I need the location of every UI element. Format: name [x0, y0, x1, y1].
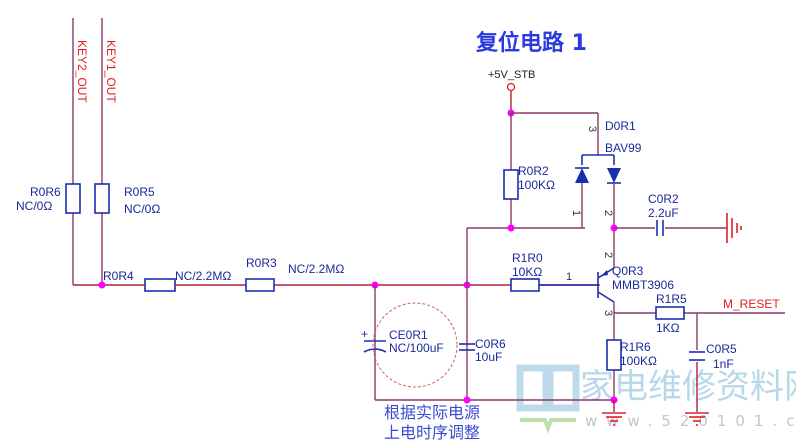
diode-d0r1-a[interactable] [575, 168, 589, 183]
resistor-r0r5[interactable] [94, 183, 110, 214]
diode-d0r1-b[interactable] [607, 168, 621, 183]
q-collector-pin: 3 [602, 310, 614, 316]
r1r5-ref: R1R5 [656, 292, 687, 306]
c0r5-ref: C0R5 [706, 342, 737, 356]
resistor-r0r2[interactable] [503, 169, 519, 200]
r1r0-value: 10KΩ [512, 265, 542, 279]
power-port-icon [506, 82, 516, 92]
resistor-r0r4[interactable] [144, 278, 176, 292]
transistor-arrow [601, 270, 608, 276]
r0r2-ref: R0R2 [518, 164, 549, 178]
note-line2: 上电时序调整 [384, 423, 480, 442]
d-pin1: 1 [570, 210, 582, 216]
r1r0-ref: R1R0 [512, 251, 543, 265]
r0r5-value: NC/0Ω [124, 202, 160, 216]
c0r2-value: 2.2uF [648, 206, 679, 220]
capacitor-ce0r1-plate [363, 348, 387, 353]
net-m-reset[interactable]: M_RESET [723, 297, 780, 311]
junction-dot [463, 396, 471, 404]
d0r1-value: BAV99 [605, 141, 642, 155]
transistor-collector [597, 291, 615, 303]
r0r3-value: NC/2.2MΩ [288, 262, 344, 276]
power-label: +5V_STB [488, 69, 535, 81]
q-base-pin: 1 [566, 271, 572, 283]
r1r5-value: 1KΩ [656, 321, 680, 335]
q0r3-value: MMBT3906 [612, 278, 674, 292]
ground-icon [602, 412, 626, 426]
r0r6-value: NC/0Ω [16, 199, 52, 213]
r0r2-value: 100KΩ [518, 178, 555, 192]
c0r6-value: 10uF [475, 350, 502, 364]
net-key1-out: KEY1_OUT [104, 40, 118, 103]
resistor-r0r3[interactable] [245, 278, 275, 292]
r0r4-value: NC/2.2MΩ [175, 269, 231, 283]
net-key2-out: KEY2_OUT [75, 40, 89, 103]
ce0r1-value: NC/100uF [389, 341, 444, 355]
d-pin2: 2 [602, 210, 614, 216]
r0r3-ref: R0R3 [246, 256, 277, 270]
resistor-r1r0[interactable] [510, 278, 540, 292]
ce0r1-ref: CE0R1 [389, 328, 428, 342]
r0r6-ref: R0R6 [30, 185, 61, 199]
junction-dot [507, 224, 515, 232]
ground-icon [685, 412, 709, 426]
r1r6-value: 100KΩ [620, 354, 657, 368]
watermark-url: www.520101.com [585, 412, 796, 430]
r0r5-ref: R0R5 [124, 185, 155, 199]
c0r6-ref: C0R6 [475, 337, 506, 351]
d0r1-ref: D0R1 [605, 119, 636, 133]
d-pin3: 3 [586, 126, 598, 132]
c0r2-ref: C0R2 [648, 192, 679, 206]
ce0r1-plus: + [361, 327, 368, 341]
r1r6-ref: R1R6 [620, 340, 651, 354]
watermark-logo [516, 364, 580, 434]
resistor-r1r5[interactable] [655, 306, 685, 320]
ground-icon [726, 213, 742, 243]
note-line1: 根据实际电源 [384, 403, 480, 422]
q-emitter-pin: 2 [602, 252, 614, 258]
annotation-circle [372, 302, 458, 388]
junction-dot [98, 281, 106, 289]
r0r4-ref: R0R4 [103, 269, 134, 283]
q0r3-ref: Q0R3 [612, 264, 644, 278]
resistor-r1r6[interactable] [606, 339, 622, 371]
resistor-r0r6[interactable] [65, 183, 81, 214]
c0r5-value: 1nF [713, 357, 734, 371]
schematic-title: 复位电路 1 [475, 30, 587, 56]
